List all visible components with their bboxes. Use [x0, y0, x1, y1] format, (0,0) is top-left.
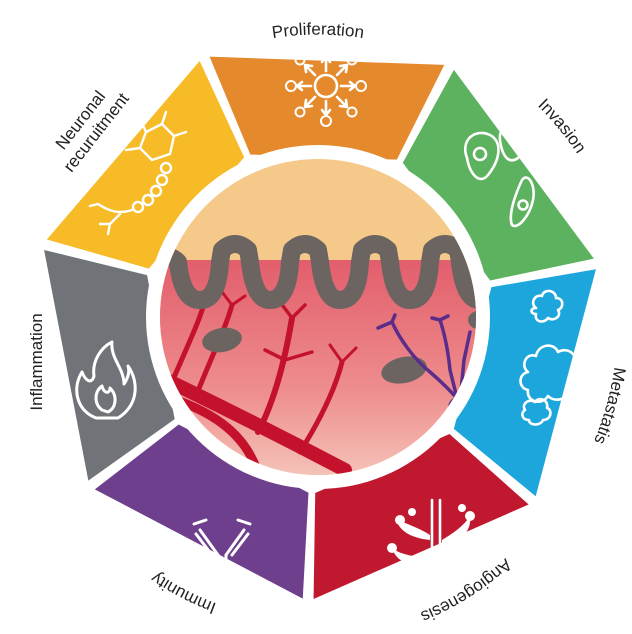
label-proliferation: Proliferation: [271, 20, 366, 43]
label-inflammation: Inflammation: [27, 313, 46, 410]
label-metastasis: Metastatis: [590, 366, 629, 447]
label-immunity: Immunity: [147, 568, 218, 617]
label-invasion: Invasion: [534, 95, 590, 157]
